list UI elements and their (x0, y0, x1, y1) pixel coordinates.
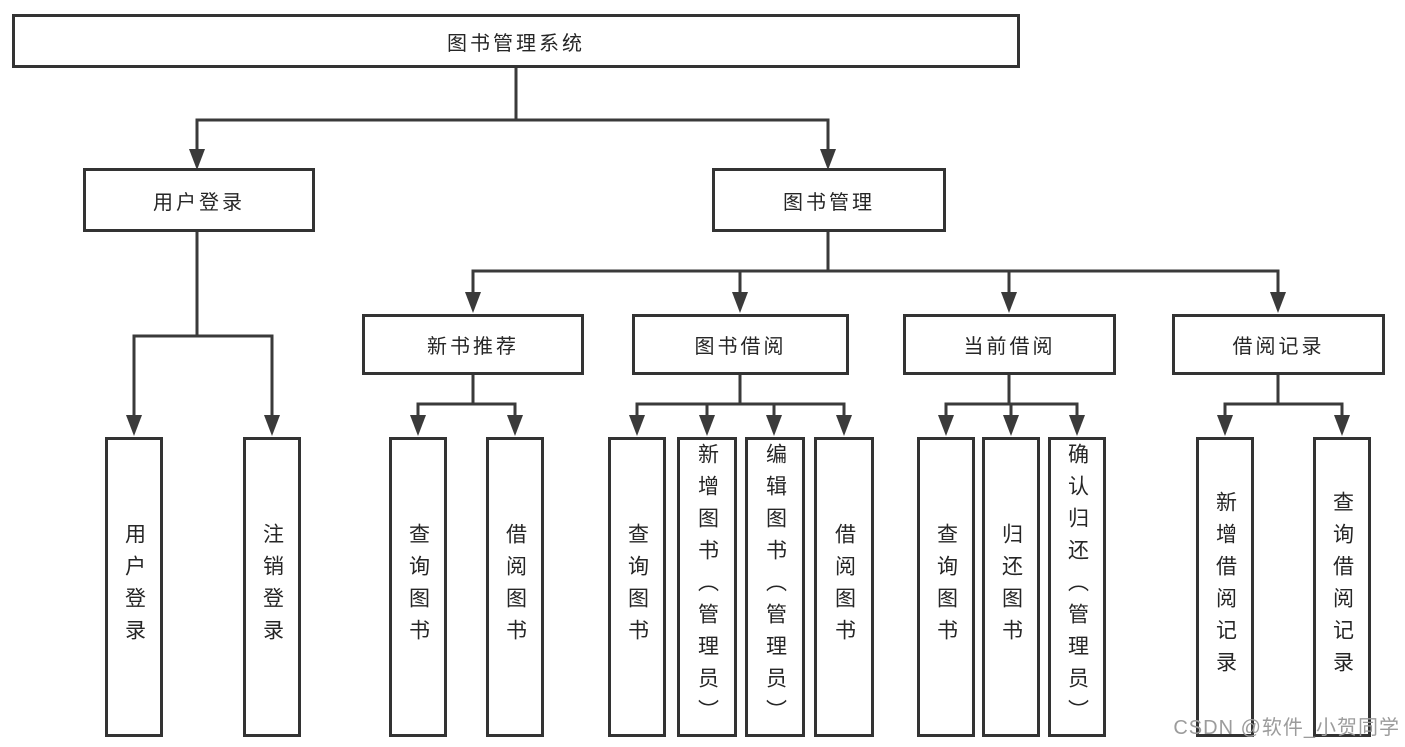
node-user-login: 用户登录 (83, 168, 315, 232)
leaf-borrow-books-borrowing: 借阅图书 (814, 437, 874, 737)
leaf-borrow-books-recommend: 借阅图书 (486, 437, 544, 737)
leaf-query-books-current: 查询图书 (917, 437, 975, 737)
watermark: CSDN @软件_小贺同学 (1173, 717, 1400, 739)
leaf-query-books-borrowing: 查询图书 (608, 437, 666, 737)
leaf-return-books-label: 归还图书 (999, 523, 1023, 651)
leaf-query-borrow-record: 查询借阅记录 (1313, 437, 1371, 737)
leaf-add-book-admin-label: 新增图书（管理员） (695, 443, 719, 731)
leaf-borrow-books-borrowing-label: 借阅图书 (832, 523, 856, 651)
leaf-add-book-admin: 新增图书（管理员） (677, 437, 737, 737)
node-book-management: 图书管理 (712, 168, 946, 232)
leaf-confirm-return-admin: 确认归还（管理员） (1048, 437, 1106, 737)
leaf-edit-book-admin: 编辑图书（管理员） (745, 437, 805, 737)
leaf-return-books: 归还图书 (982, 437, 1040, 737)
leaf-logout: 注销登录 (243, 437, 301, 737)
leaf-user-login: 用户登录 (105, 437, 163, 737)
leaf-query-books-borrowing-label: 查询图书 (625, 523, 649, 651)
leaf-user-login-label: 用户登录 (122, 523, 146, 651)
leaf-query-books-recommend-label: 查询图书 (406, 523, 430, 651)
node-borrowing-records: 借阅记录 (1172, 314, 1385, 375)
leaf-add-borrow-record-label: 新增借阅记录 (1213, 491, 1237, 683)
node-current-borrowing: 当前借阅 (903, 314, 1116, 375)
leaf-add-borrow-record: 新增借阅记录 (1196, 437, 1254, 737)
node-library-system: 图书管理系统 (12, 14, 1020, 68)
leaf-borrow-books-recommend-label: 借阅图书 (503, 523, 527, 651)
leaf-query-borrow-record-label: 查询借阅记录 (1330, 491, 1354, 683)
leaf-query-books-recommend: 查询图书 (389, 437, 447, 737)
node-new-book-recommend: 新书推荐 (362, 314, 584, 375)
leaf-confirm-return-admin-label: 确认归还（管理员） (1065, 443, 1089, 731)
arrowheads (126, 149, 1350, 436)
leaf-edit-book-admin-label: 编辑图书（管理员） (763, 443, 787, 731)
leaf-logout-label: 注销登录 (260, 523, 284, 651)
node-book-borrowing: 图书借阅 (632, 314, 849, 375)
leaf-query-books-current-label: 查询图书 (934, 523, 958, 651)
